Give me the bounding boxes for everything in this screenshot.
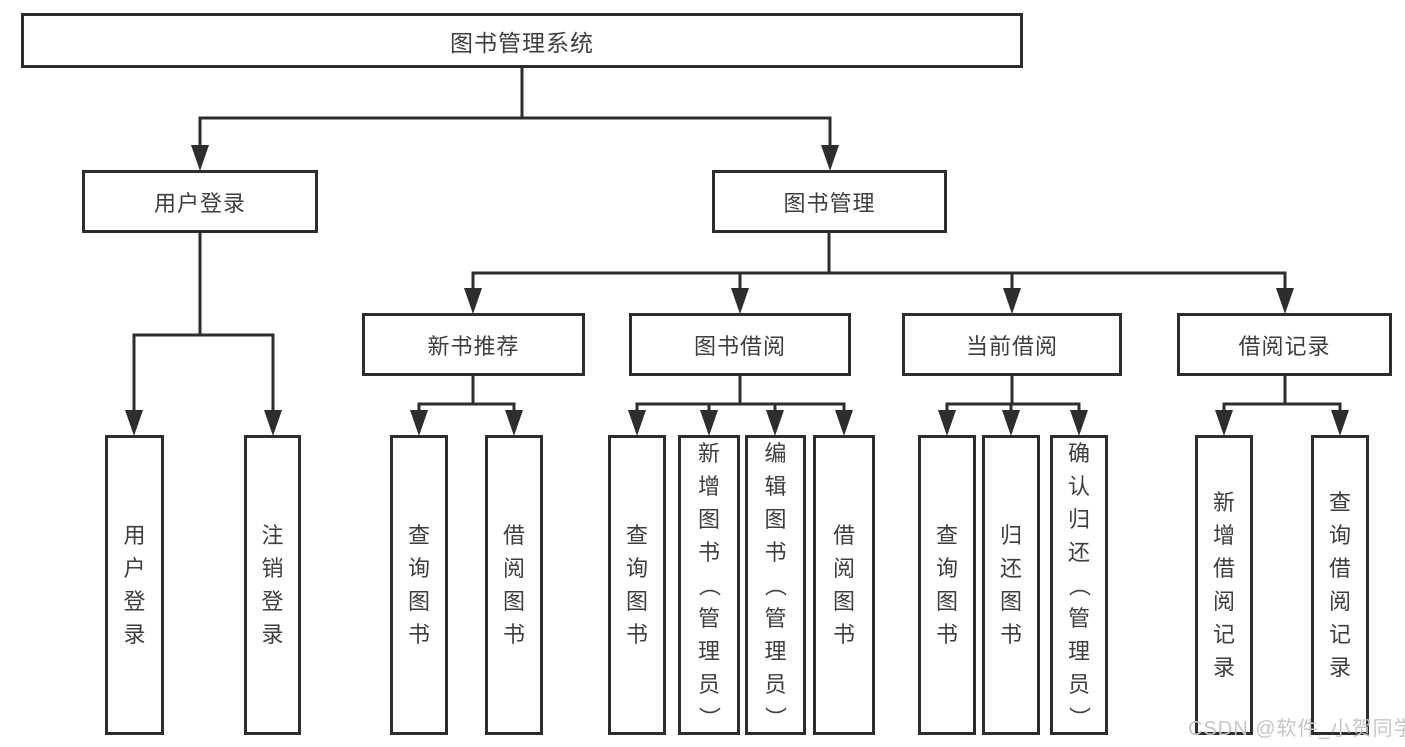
node-leaf-return-books: 归还图书 (982, 435, 1040, 735)
node-label-vertical: 用户登录 (123, 523, 146, 647)
arrowhead-icon (700, 410, 718, 436)
arrowhead-icon (1276, 288, 1294, 314)
node-leaf-query-books-2: 查询图书 (608, 435, 666, 735)
node-label-vertical: 借阅图书 (502, 523, 525, 647)
node-label-vertical: 查询图书 (935, 523, 958, 647)
node-new-book-rec: 新书推荐 (362, 313, 585, 376)
node-label-vertical: 查询图书 (625, 523, 648, 647)
arrowhead-icon (410, 410, 428, 436)
node-leaf-logout: 注销登录 (244, 435, 301, 735)
node-leaf-edit-book-admin: 编辑图书（管理员） (745, 435, 806, 735)
node-label: 借阅记录 (1238, 333, 1331, 359)
arrowhead-icon (125, 410, 143, 436)
watermark-text: CSDN @软件_小贺同学 (1188, 718, 1405, 740)
arrowhead-icon (938, 410, 956, 436)
node-label: 当前借阅 (965, 333, 1058, 359)
node-label-vertical: 新增借阅记录 (1212, 490, 1235, 680)
arrowhead-icon (264, 410, 282, 436)
connector-book-mgmt (464, 231, 1294, 314)
arrowhead-icon (821, 145, 839, 171)
connector-current-borrow (938, 374, 1088, 436)
node-label: 图书管理 (783, 190, 876, 216)
node-current-borrow: 当前借阅 (902, 313, 1122, 376)
node-leaf-query-books-3: 查询图书 (918, 435, 976, 735)
arrowhead-icon (1215, 410, 1233, 436)
node-book-borrow: 图书借阅 (629, 313, 851, 376)
node-book-mgmt: 图书管理 (712, 170, 947, 233)
node-label: 新书推荐 (427, 333, 520, 359)
arrowhead-icon (835, 410, 853, 436)
node-leaf-add-book-admin: 新增图书（管理员） (678, 435, 740, 735)
node-leaf-confirm-return-admin: 确认归还（管理员） (1050, 435, 1108, 735)
arrowhead-icon (464, 288, 482, 314)
node-user-login: 用户登录 (82, 170, 318, 233)
node-label-vertical: 新增图书（管理员） (696, 440, 722, 729)
arrowhead-icon (1331, 410, 1349, 436)
node-label-vertical: 确认归还（管理员） (1066, 440, 1092, 729)
node-label-vertical: 归还图书 (999, 523, 1022, 647)
node-label-vertical: 借阅图书 (832, 523, 855, 647)
node-leaf-user-login: 用户登录 (105, 435, 164, 735)
node-leaf-borrow-books-1: 借阅图书 (485, 435, 543, 735)
node-leaf-add-borrow-record: 新增借阅记录 (1195, 435, 1253, 735)
connector-root (191, 66, 839, 171)
node-root: 图书管理系统 (21, 13, 1023, 68)
node-leaf-borrow-books-2: 借阅图书 (813, 435, 875, 735)
node-label-vertical: 查询图书 (407, 523, 430, 647)
node-label-vertical: 注销登录 (261, 523, 284, 647)
arrowhead-icon (505, 410, 523, 436)
node-label: 图书借阅 (693, 333, 786, 359)
node-leaf-query-books-1: 查询图书 (390, 435, 448, 735)
connector-borrow-records (1215, 374, 1349, 436)
connector-new-book-rec (410, 374, 523, 436)
arrowhead-icon (1003, 288, 1021, 314)
node-label: 图书管理系统 (450, 29, 594, 56)
arrowhead-icon (628, 410, 646, 436)
arrowhead-icon (1002, 410, 1020, 436)
connector-book-borrow (628, 374, 853, 436)
arrowhead-icon (1070, 410, 1088, 436)
node-label: 用户登录 (153, 190, 246, 216)
node-label-vertical: 查询借阅记录 (1328, 490, 1351, 680)
connector-user-login (125, 231, 282, 436)
arrowhead-icon (191, 145, 209, 171)
node-borrow-records: 借阅记录 (1177, 313, 1392, 376)
arrowhead-icon (731, 288, 749, 314)
node-leaf-query-borrow-record: 查询借阅记录 (1311, 435, 1369, 735)
node-label-vertical: 编辑图书（管理员） (762, 440, 788, 729)
arrowhead-icon (766, 410, 784, 436)
